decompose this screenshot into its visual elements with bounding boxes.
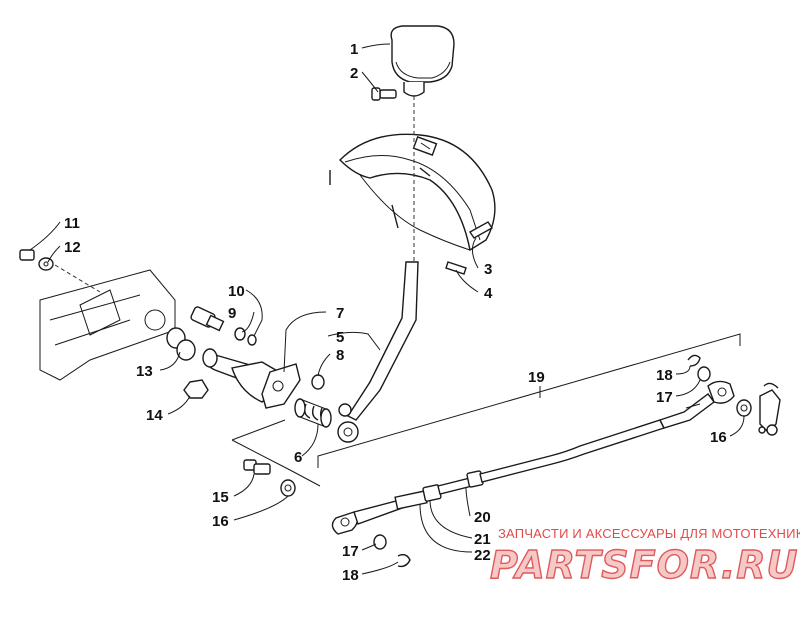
stud-15 bbox=[243, 459, 271, 475]
frame-bracket bbox=[39, 264, 176, 381]
callout-15: 15 bbox=[212, 489, 229, 506]
callout-13: 13 bbox=[136, 363, 153, 380]
oring-13 bbox=[166, 327, 196, 361]
bracket-7 bbox=[261, 363, 301, 409]
watermark-brand: PARTSFOR.RU bbox=[490, 543, 798, 587]
spring-6 bbox=[294, 398, 332, 428]
washer-17-right bbox=[697, 366, 711, 382]
callout-8: 8 bbox=[336, 347, 344, 364]
callout-9: 9 bbox=[228, 305, 236, 322]
nut-14 bbox=[183, 379, 209, 399]
leader-lines bbox=[29, 43, 745, 575]
callout-16-right: 16 bbox=[710, 429, 727, 446]
shift-lever bbox=[337, 96, 419, 443]
callout-5: 5 bbox=[336, 329, 344, 346]
washer-17-left bbox=[373, 534, 387, 550]
pivot-shaft bbox=[202, 348, 292, 403]
washer-8 bbox=[311, 374, 325, 390]
watermark-subtitle: ЗАПЧАСТИ И АКСЕССУАРЫ ДЛЯ МОТОТЕХНИКИ bbox=[498, 526, 800, 541]
bolt-10 bbox=[190, 306, 225, 332]
callout-18-left: 18 bbox=[342, 567, 359, 584]
shift-gate-cover bbox=[329, 133, 496, 252]
callout-21: 21 bbox=[474, 531, 491, 548]
washer-16-right bbox=[736, 399, 752, 417]
callout-4: 4 bbox=[484, 285, 493, 302]
callout-11: 11 bbox=[64, 215, 80, 232]
watermark: ЗАПЧАСТИ И АКСЕССУАРЫ ДЛЯ МОТОТЕХНИКИ PA… bbox=[489, 526, 800, 588]
callout-labels: 1 2 3 4 7 5 8 6 10 9 11 12 13 14 15 16 1… bbox=[64, 41, 727, 584]
pin-3 bbox=[468, 221, 494, 239]
callout-12: 12 bbox=[64, 239, 81, 256]
callout-1: 1 bbox=[350, 41, 358, 58]
callout-17-right: 17 bbox=[656, 389, 673, 406]
callout-16-left: 16 bbox=[212, 513, 229, 530]
knob-screw bbox=[371, 87, 397, 101]
clip-18-left bbox=[397, 553, 411, 568]
assembly-boundary bbox=[231, 419, 321, 487]
callout-22: 22 bbox=[474, 547, 491, 564]
callout-7: 7 bbox=[336, 305, 344, 322]
callout-20: 20 bbox=[474, 509, 491, 526]
washer-12 bbox=[38, 257, 54, 271]
shift-rod bbox=[317, 333, 741, 535]
callout-18-right: 18 bbox=[656, 367, 673, 384]
callout-10: 10 bbox=[228, 283, 245, 300]
washer-16-left bbox=[280, 479, 296, 497]
bolt-11 bbox=[19, 249, 35, 261]
callout-19: 19 bbox=[528, 369, 545, 386]
callout-6: 6 bbox=[294, 449, 302, 466]
callout-2: 2 bbox=[350, 65, 358, 82]
callout-14: 14 bbox=[146, 407, 163, 424]
shift-arm-linkage bbox=[758, 382, 781, 436]
shift-knob bbox=[390, 25, 455, 97]
callout-3: 3 bbox=[484, 261, 492, 278]
washer-9 bbox=[234, 327, 257, 346]
callout-17-left: 17 bbox=[342, 543, 359, 560]
clip-18-right bbox=[687, 354, 701, 367]
pin-4 bbox=[445, 261, 467, 275]
